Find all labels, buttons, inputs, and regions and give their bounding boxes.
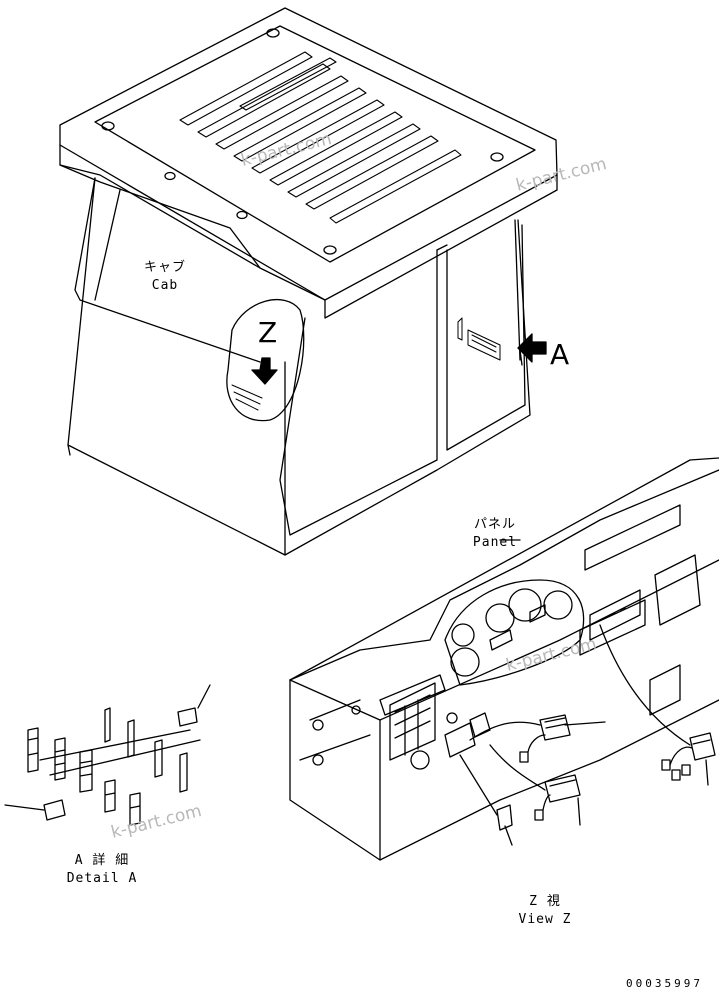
a-zone-switches xyxy=(457,317,501,361)
roof-bolts xyxy=(101,28,504,255)
arrow-z-label: Z xyxy=(258,316,278,349)
arrow-a-label: A xyxy=(550,338,570,371)
detail-a-label-en: Detail A xyxy=(66,871,138,886)
detail-a-label-jp: A 詳 細 xyxy=(74,853,130,868)
panel-drawing xyxy=(289,457,719,861)
roof-vents xyxy=(179,51,462,224)
panel-label-en: Panel xyxy=(472,535,518,550)
arrow-a-icon xyxy=(517,333,547,363)
view-z-label-jp: Z 視 xyxy=(529,894,561,909)
view-z-label-en: View Z xyxy=(518,912,572,927)
panel-label-jp: パネル xyxy=(473,517,516,532)
cab-drawing xyxy=(59,7,558,556)
connectors xyxy=(496,714,716,831)
detail-a-drawing xyxy=(4,684,211,826)
arrow-z-icon xyxy=(251,357,278,385)
cab-label-en: Cab xyxy=(151,278,179,293)
z-zone-switches xyxy=(231,384,263,411)
cab-label-jp: キャブ xyxy=(143,260,186,275)
drawing-number: 00035997 xyxy=(626,977,703,990)
